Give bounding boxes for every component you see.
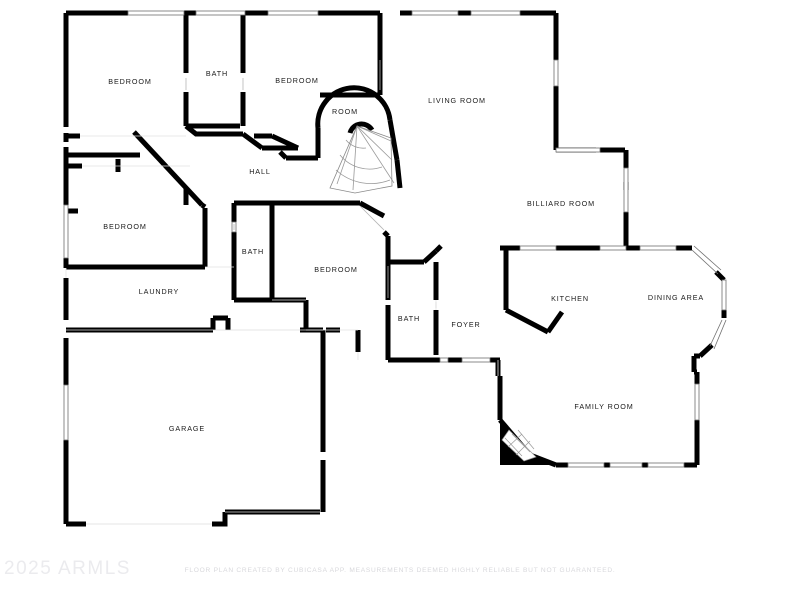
garage-door-layer <box>66 329 323 525</box>
wall-curved-arc <box>315 85 393 129</box>
window-layer <box>63 10 727 468</box>
window-billiard-1 <box>623 167 629 213</box>
wall-diagonal-main-end <box>200 202 207 210</box>
wall-diagonal-main <box>132 130 204 207</box>
room-label-garage: GARAGE <box>169 424 205 433</box>
window-top-5 <box>470 10 521 16</box>
wall-hall-diag-left <box>184 124 243 137</box>
window-billiard-2 <box>555 147 601 153</box>
watermark: 2025 ARMLS <box>4 558 131 579</box>
window-top-1 <box>127 10 185 16</box>
wall-bedroom4-diag-a <box>358 200 386 219</box>
room-label-bath-1: BATH <box>206 69 228 78</box>
wall-bath3-diag-b <box>434 244 443 253</box>
room-label-living-room: LIVING ROOM <box>428 96 486 105</box>
window-foyer-2 <box>439 357 449 363</box>
wall-dining-bay-c <box>698 343 714 358</box>
room-label-foyer: FOYER <box>451 320 480 329</box>
window-family-2 <box>609 462 643 468</box>
wall-hall-diag-right <box>270 133 300 151</box>
window-family-1 <box>567 462 605 468</box>
window-kitchen-1 <box>519 245 557 251</box>
curved-room-walls <box>278 13 403 189</box>
room-label-billiard: BILLIARD ROOM <box>527 199 595 208</box>
room-label-room-curved: ROOM <box>332 107 358 116</box>
window-top-3 <box>267 10 319 16</box>
wall-hall-diag-left-2 <box>241 131 264 151</box>
room-label-family-room: FAMILY ROOM <box>574 402 633 411</box>
room-label-laundry: LAUNDRY <box>139 287 180 296</box>
window-top-4 <box>411 10 459 16</box>
window-top-2 <box>195 10 246 16</box>
wall-layer <box>63 10 727 527</box>
window-dining-1 <box>639 245 677 251</box>
fireplace <box>500 420 556 465</box>
window-family-3 <box>647 462 685 468</box>
window-foyer-1 <box>461 357 491 363</box>
wall-garage-bottom-b <box>212 512 228 527</box>
disclaimer-text: FLOOR PLAN CREATED BY CUBICASA APP. MEAS… <box>184 567 616 574</box>
wall-kitchen-diag-b <box>545 310 565 334</box>
window-left-1 <box>63 204 69 259</box>
dining-bay-walls <box>691 245 727 350</box>
threshold-layer <box>65 135 499 376</box>
room-label-bath-3: BATH <box>398 314 420 323</box>
staircase <box>329 125 395 194</box>
wall-curved-right <box>387 119 400 161</box>
wall-curved-right-b <box>394 159 403 189</box>
window-kitchen-2 <box>599 245 627 251</box>
room-label-dining-area: DINING AREA <box>648 293 704 302</box>
room-label-kitchen: KITCHEN <box>551 294 589 303</box>
wall-kitchen-diag-a <box>504 307 550 335</box>
room-label-bedroom-4: BEDROOM <box>314 265 357 274</box>
room-label-bedroom-2: BEDROOM <box>275 76 318 85</box>
room-label-bedroom-1: BEDROOM <box>108 77 151 86</box>
room-label-bedroom-3: BEDROOM <box>103 222 146 231</box>
wall-curved-bottom-b <box>278 150 288 160</box>
window-dining-bay <box>721 279 727 311</box>
window-left-2 <box>63 384 69 441</box>
window-family-4 <box>694 383 700 421</box>
window-right-1 <box>553 59 559 87</box>
room-label-bath-2: BATH <box>242 247 264 256</box>
wall-stair-core <box>347 121 375 134</box>
wall-bedroom4-diag-b <box>382 230 390 238</box>
room-label-hall: HALL <box>249 167 271 176</box>
wall-bath3-diag <box>422 249 438 264</box>
